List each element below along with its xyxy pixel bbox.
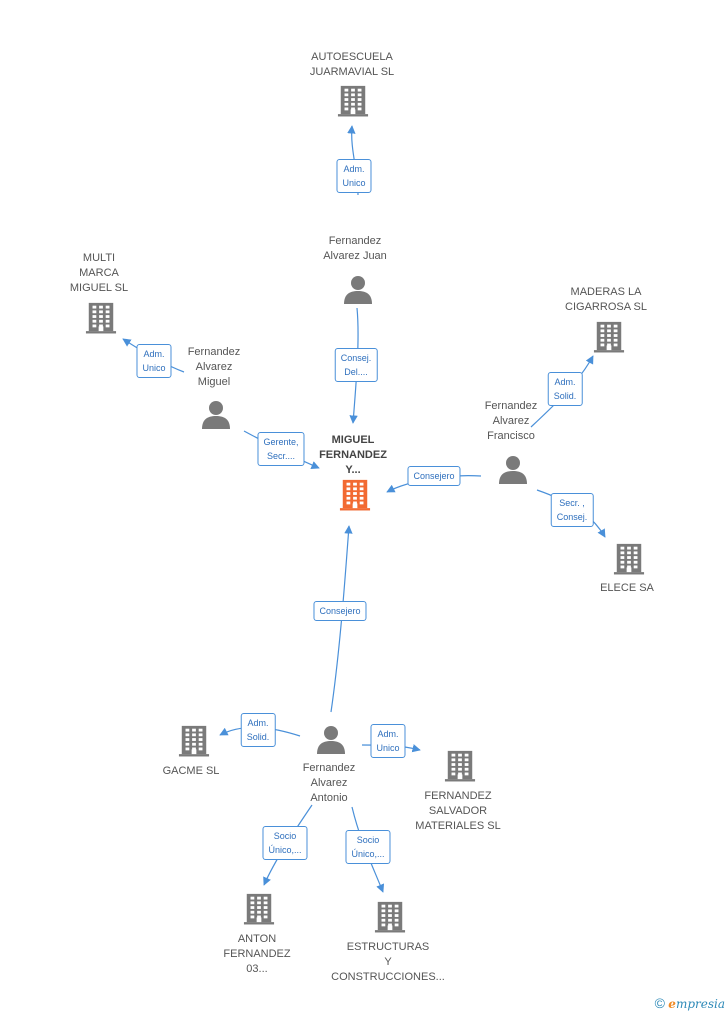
person-label-p_francisco[interactable]: Fernandez Alvarez Francisco: [484, 400, 538, 442]
company-label-fsm[interactable]: FERNANDEZ SALVADOR MATERIALES SL: [415, 790, 501, 832]
edge-label-e12[interactable]: Socio Único,...: [345, 830, 391, 864]
company-label-elece[interactable]: ELECE SA: [600, 582, 654, 594]
company-icon[interactable]: [613, 542, 645, 581]
company-label-center[interactable]: MIGUEL FERNANDEZ Y...: [319, 434, 387, 476]
footer-brand[interactable]: © empresia: [655, 995, 725, 1011]
edge-label-e9[interactable]: Adm. Solid.: [240, 713, 276, 747]
person-label-p_juan[interactable]: Fernandez Alvarez Juan: [323, 235, 387, 262]
person-icon[interactable]: [316, 724, 346, 759]
person-label-p_miguel[interactable]: Fernandez Alvarez Miguel: [187, 346, 241, 388]
brand-logo: empresia: [668, 997, 725, 1011]
edge-label-e2[interactable]: Consej. Del....: [334, 348, 378, 382]
person-icon[interactable]: [201, 399, 231, 434]
company-icon[interactable]: [337, 84, 369, 123]
company-label-anton[interactable]: ANTON FERNANDEZ 03...: [223, 933, 291, 975]
person-icon[interactable]: [498, 454, 528, 489]
person-label-p_antonio[interactable]: Fernandez Alvarez Antonio: [302, 762, 356, 804]
edge-label-e4[interactable]: Gerente, Secr....: [257, 432, 305, 466]
focus-company-icon[interactable]: [339, 478, 371, 517]
company-label-multimarca[interactable]: MULTI MARCA MIGUEL SL: [69, 252, 129, 294]
edge-label-e5[interactable]: Adm. Solid.: [547, 372, 583, 406]
company-label-maderas[interactable]: MADERAS LA CIGARROSA SL: [565, 286, 647, 313]
company-icon[interactable]: [444, 749, 476, 788]
company-icon[interactable]: [374, 900, 406, 939]
edge-label-e1[interactable]: Adm. Unico: [336, 159, 372, 193]
company-icon[interactable]: [243, 892, 275, 931]
edge-label-e3[interactable]: Adm. Unico: [136, 344, 172, 378]
company-icon[interactable]: [178, 724, 210, 763]
edge-label-e7[interactable]: Secr. , Consej.: [550, 493, 594, 527]
edge-label-e6[interactable]: Consejero: [407, 466, 461, 486]
person-icon[interactable]: [343, 274, 373, 309]
company-icon[interactable]: [85, 301, 117, 340]
company-label-gacme[interactable]: GACME SL: [162, 765, 220, 777]
company-label-estructuras[interactable]: ESTRUCTURAS Y CONSTRUCCIONES...: [331, 941, 445, 983]
company-label-autoescuela[interactable]: AUTOESCUELA JUARMAVIAL SL: [309, 51, 395, 78]
copyright-symbol: ©: [654, 995, 665, 1011]
edge-label-e11[interactable]: Socio Único,...: [262, 826, 308, 860]
edge-label-e10[interactable]: Adm. Unico: [370, 724, 406, 758]
edge-label-e8[interactable]: Consejero: [313, 601, 367, 621]
company-icon[interactable]: [593, 320, 625, 359]
